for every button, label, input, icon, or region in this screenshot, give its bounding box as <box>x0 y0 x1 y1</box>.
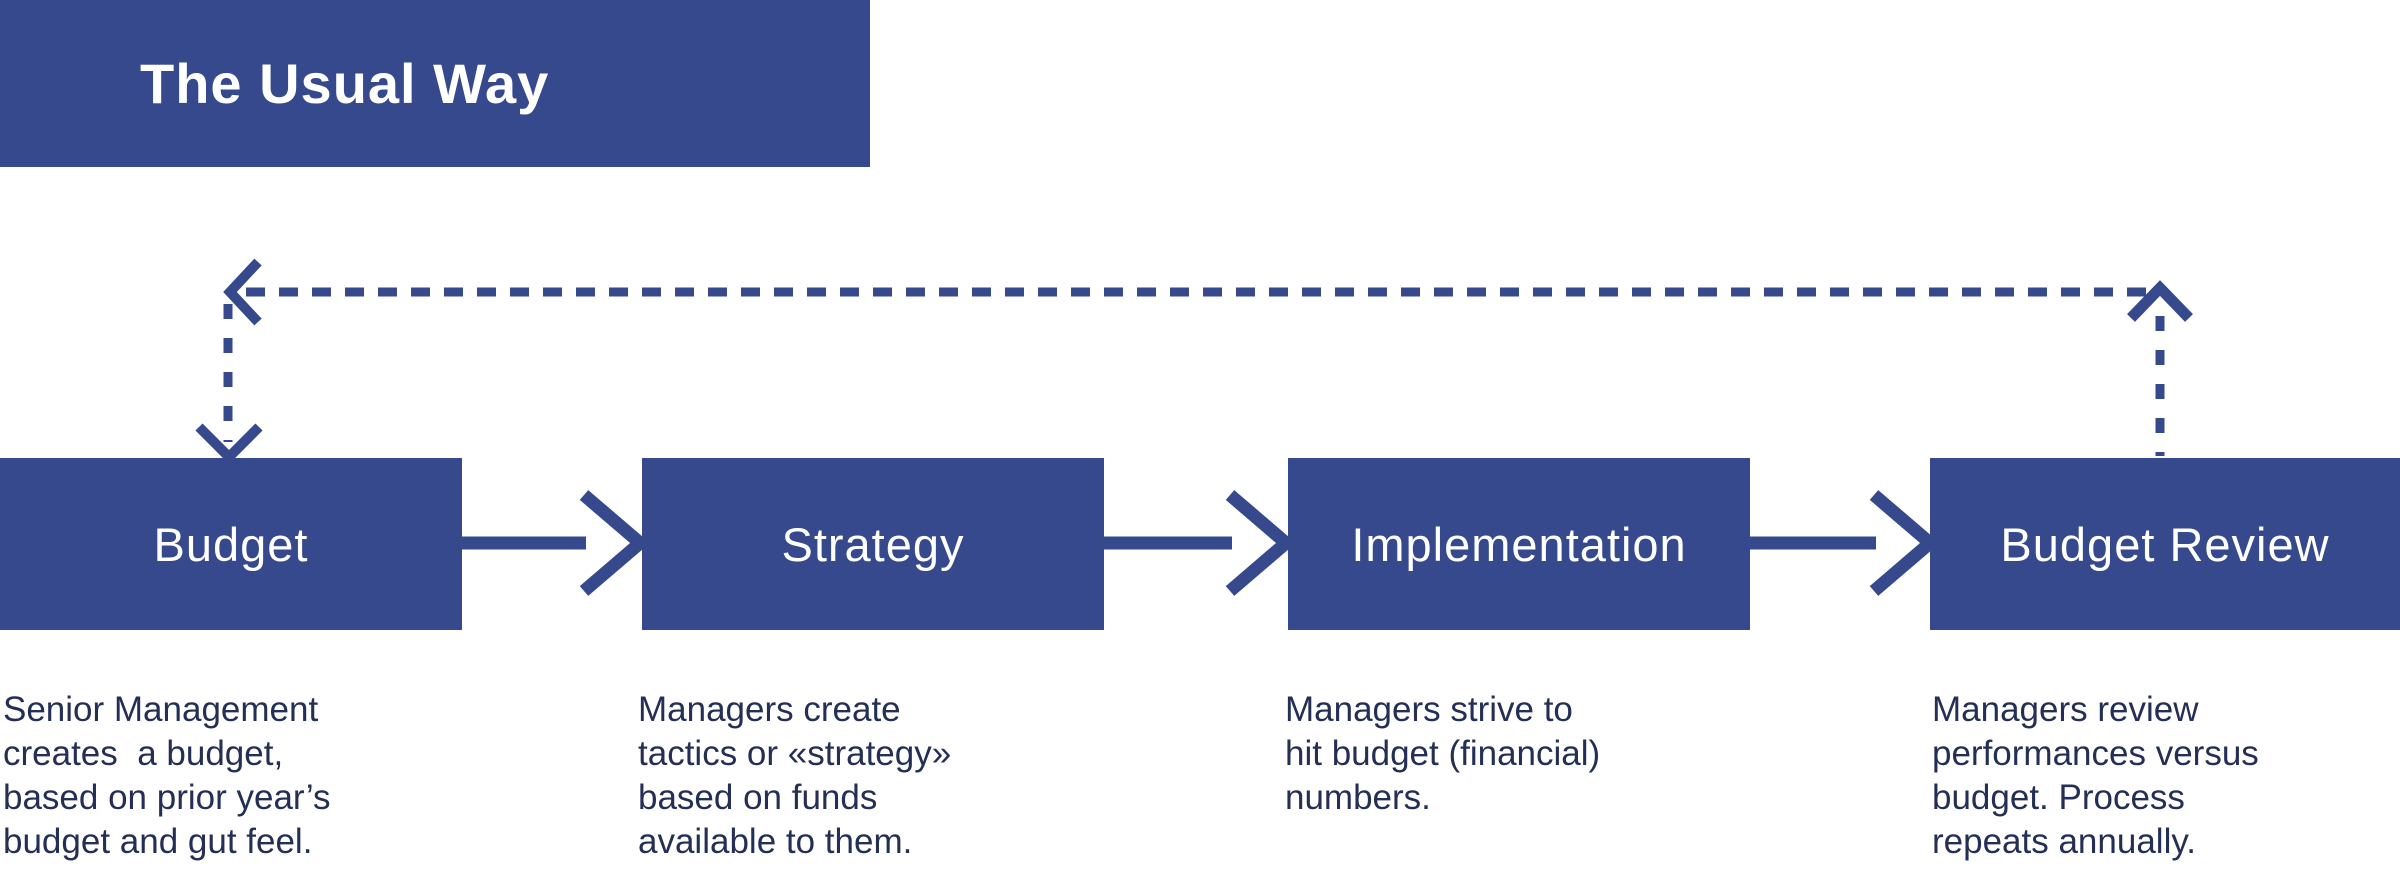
arrow-implementation-to-budget-review-head-icon <box>1869 490 1940 596</box>
stage-label: Budget Review <box>2000 517 2330 571</box>
stage-box-implementation: Implementation <box>1288 458 1750 630</box>
feedback-arrowhead-up-icon <box>2127 280 2193 322</box>
title-banner: The Usual Way <box>0 0 870 167</box>
stage-box-strategy: Strategy <box>642 458 1104 630</box>
stage-box-budget: Budget <box>0 458 462 630</box>
stage-box-budget-review: Budget Review <box>1930 458 2400 630</box>
stage-label: Implementation <box>1351 517 1687 571</box>
stage-description-strategy: Managers create tactics or «strategy» ba… <box>638 690 952 861</box>
stage-description-budget: Senior Management creates a budget, base… <box>3 690 331 861</box>
stage-label: Strategy <box>781 517 965 571</box>
feedback-arrowhead-down-icon <box>195 423 263 465</box>
stage-label: Budget <box>153 517 309 571</box>
feedback-arrowhead-left-icon <box>223 258 262 326</box>
arrow-strategy-to-implementation-head-icon <box>1225 490 1296 596</box>
arrow-budget-to-strategy-head-icon <box>579 490 650 596</box>
page-title: The Usual Way <box>140 52 550 115</box>
stage-description-implementation: Managers strive to hit budget (financial… <box>1285 690 1601 817</box>
stage-description-budget-review: Managers review performances versus budg… <box>1932 690 2259 861</box>
